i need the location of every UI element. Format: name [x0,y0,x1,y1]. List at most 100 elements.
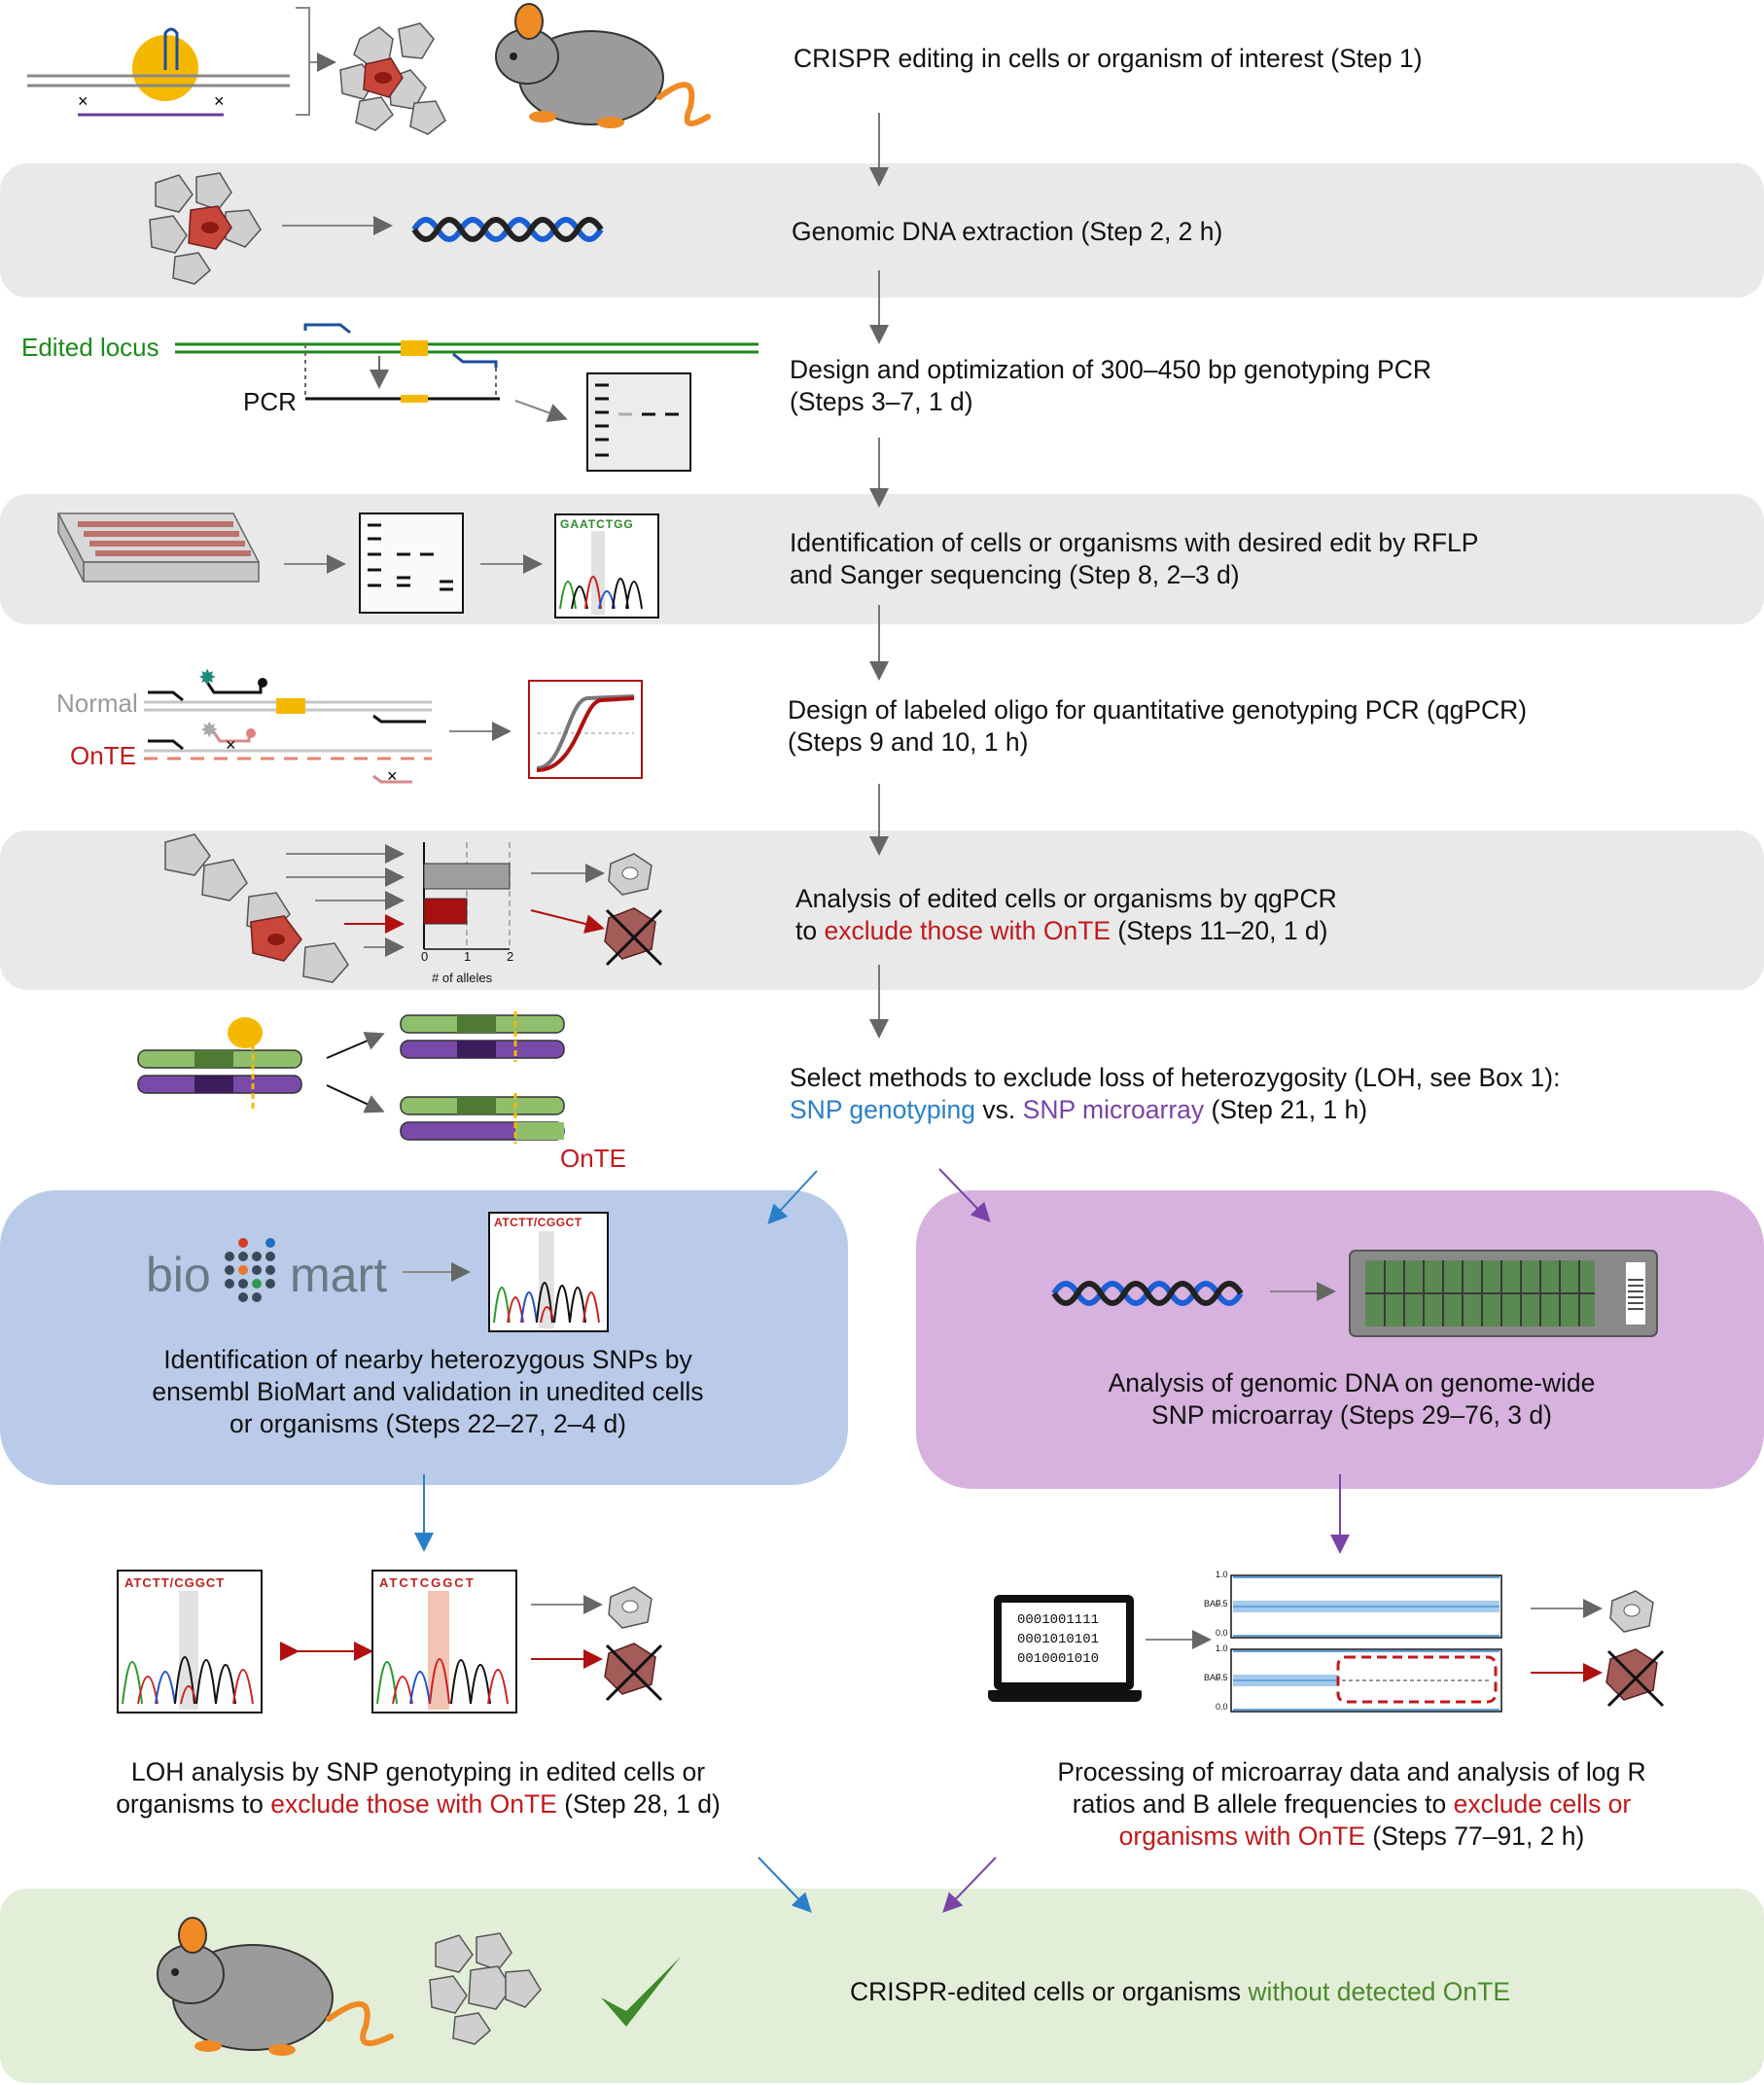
step6-post: (Steps 11–20, 1 d) [1111,916,1328,945]
sanger-arrow [480,554,543,574]
step5-text: Design of labeled oligo for quantitative… [788,694,1527,759]
snp-microarray-panel [916,1190,1764,1489]
normal-cell-row9-left [608,1586,653,1629]
sanger-sequence: GAATCTGG [560,517,634,531]
step3-text: Design and optimization of 300–450 bp ge… [790,354,1431,418]
baf-label-top: BAF [1204,1599,1221,1608]
edited-locus-diagram [175,323,759,422]
step8-line3: or organisms (Steps 22–27, 2–4 d) [229,1409,627,1438]
step8-line2: ensembl BioMart and validation in unedit… [152,1377,704,1406]
crispr-dna-diagram: × × [27,27,290,117]
chromosome-pair-heterozygous [400,1011,565,1062]
qgpcr-tick-0: 0 [421,949,429,964]
step4-band [0,494,1764,624]
step9-text: Analysis of genomic DNA on genome-wide S… [1021,1367,1682,1431]
step10-line1: LOH analysis by SNP genotyping in edited… [130,1757,706,1786]
allele-bar-normal [423,863,511,890]
bracket-arrow [296,7,336,116]
step11-post: (Steps 77–91, 2 h) [1364,1821,1585,1851]
svg-text:✸: ✸ [198,665,216,689]
split-arrow-purple [938,1168,991,1222]
step3-line1: Design and optimization of 300–450 bp ge… [790,355,1432,384]
step10-pre: organisms to [116,1789,271,1819]
laptop-binary-line-3: 0010001010 [1017,1651,1100,1667]
svg-text:✸: ✸ [200,718,218,742]
result-arrows-row9-right [1531,1599,1603,1682]
chromatogram-unedited: ATCTT/CGGCT [117,1570,263,1714]
microarray-arrow [1270,1282,1336,1301]
microarray-chip [1349,1250,1658,1337]
step11-exclude-1: exclude cells or [1453,1789,1632,1819]
rflp-arrow [284,554,346,574]
checkmark-icon [601,1957,681,2027]
qgpcr-tick-2: 2 [507,949,514,964]
step10-post: (Step 28, 1 d) [556,1789,721,1819]
qgpcr-design-arrow [449,722,512,741]
qgpcr-tick-1: 1 [464,949,472,964]
qgpcr-allele-chart [423,842,511,950]
gel-image-row3 [586,372,691,472]
step5-line1: Design of labeled oligo for quantitative… [788,695,1528,724]
chromatogram-edited: ATCTCGGCT [371,1570,517,1714]
step9-line2: SNP microarray (Steps 29–76, 3 d) [1151,1400,1552,1430]
step5-line2: (Steps 9 and 10, 1 h) [788,727,1029,757]
step11-line1: Processing of microarray data and analys… [1057,1757,1646,1786]
baf-label-bottom: BAF [1204,1673,1221,1682]
result-arrows-row6 [530,864,605,934]
qgpcr-probe-diagram: ✸ ✸ × × [144,665,432,786]
baf-tick-top-3: 0.0 [1216,1628,1228,1638]
mouse-illustration-final [157,1917,394,2056]
chromosome-pair-original [137,1049,302,1094]
chromosome-pair-loh [400,1093,565,1144]
biomart-chromatogram: ATCTT/CGGCT [488,1212,609,1332]
onte-label-row5: OnTE [70,741,136,770]
step11-text: Processing of microarray data and analys… [982,1756,1721,1853]
baf-tick-bottom-2: 0.5 [1216,1673,1228,1682]
step12-without-onte: without detected OnTE [1248,1977,1510,2006]
step11-pre: ratios and B allele frequencies to [1072,1789,1454,1819]
step6-exclude: exclude those with OnTE [824,916,1111,945]
step8-text: Identification of nearby heterozygous SN… [97,1344,759,1440]
step11-exclude-2: organisms with OnTE [1118,1821,1365,1851]
dna-helix-microarray [1051,1281,1244,1306]
step10-exclude: exclude those with OnTE [270,1789,557,1819]
step6-text: Analysis of edited cells or organisms by… [795,883,1337,947]
merge-arrow-blue [758,1856,812,1913]
step8-line1: Identification of nearby heterozygous SN… [163,1345,692,1374]
result-arrows-row9-left [531,1595,603,1669]
step4-line2: and Sanger sequencing (Step 8, 2–3 d) [790,560,1240,589]
edited-locus-label: Edited locus [21,333,159,362]
excluded-cell-row9-right [1605,1648,1665,1708]
step6-line1: Analysis of edited cells or organisms by… [795,884,1337,913]
baf-plots [1230,1574,1502,1713]
step4-text: Identification of cells or organisms wit… [790,527,1478,591]
step4-line1: Identification of cells or organisms wit… [790,528,1479,557]
baf-tick-bottom-3: 0.0 [1216,1702,1228,1712]
step6-pre: to [795,916,825,945]
normal-label: Normal [56,689,138,718]
amplification-curves [528,680,643,779]
step7-snp-microarray: SNP microarray [1022,1095,1205,1124]
step2-text: Genomic DNA extraction (Step 2, 2 h) [792,217,1223,246]
biomart-bio: bio [146,1248,211,1302]
cells-cluster-row2 [149,172,262,285]
chromosome-diagram [137,1011,565,1144]
qgpcr-axis-label: # of alleles [432,971,493,985]
dna-helix-row2 [411,217,604,242]
compare-double-arrow [280,1642,373,1661]
svg-text:×: × [78,91,88,111]
biomart-mart: mart [290,1248,387,1302]
baf-tick-top-1: 1.0 [1216,1570,1228,1579]
excluded-cell-row9-left [604,1643,663,1702]
laptop-binary-line-2: 0001010101 [1017,1632,1100,1647]
sanger-chromatogram: GAATCTGG [554,513,659,618]
excluded-cell-row6 [604,907,663,967]
step6-band [0,830,1764,990]
svg-text:×: × [226,735,236,755]
laptop-binary-line-1: 0001001111 [1017,1612,1100,1628]
step7-line1: Select methods to exclude loss of hetero… [790,1063,1561,1092]
snp-genotyping-panel [0,1190,848,1485]
normal-cell-row9-right [1609,1590,1654,1633]
step10-text: LOH analysis by SNP genotyping in edited… [78,1756,759,1820]
